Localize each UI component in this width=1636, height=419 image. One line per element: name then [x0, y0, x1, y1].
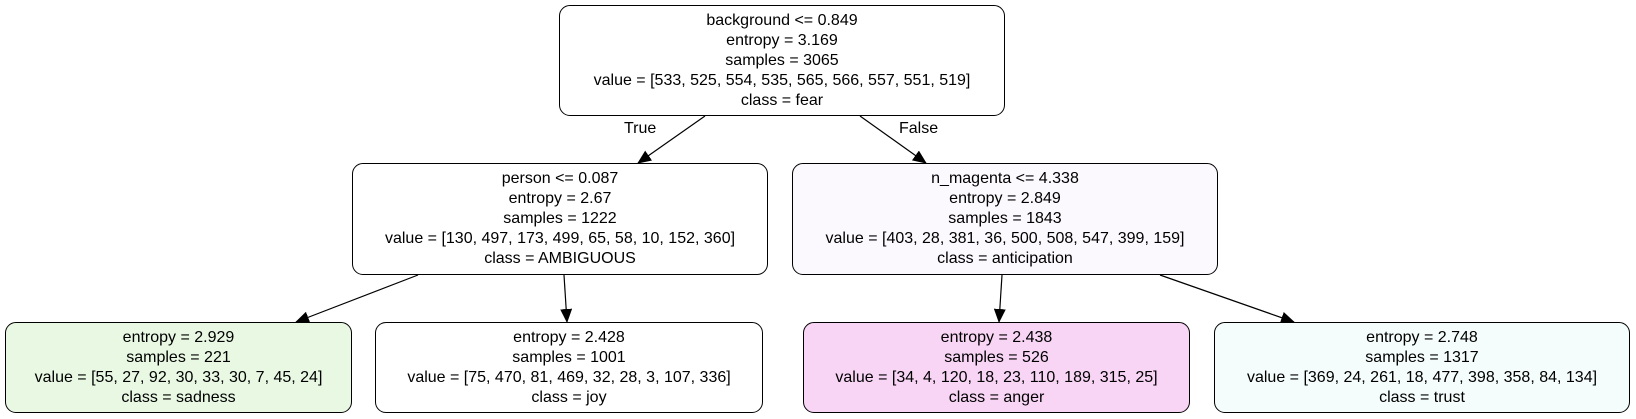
- node-samples: samples = 1222: [503, 210, 617, 227]
- node-split: n_magenta <= 4.338: [931, 170, 1079, 187]
- edge-right-rr: [1159, 274, 1295, 324]
- edge-label-false: False: [899, 120, 939, 137]
- node-value: value = [34, 4, 120, 18, 23, 110, 189, 3…: [835, 368, 1158, 386]
- node-value: value = [403, 28, 381, 36, 500, 508, 547…: [825, 230, 1185, 247]
- node-class: class = AMBIGUOUS: [484, 250, 636, 267]
- tree-leaf-trust: entropy = 2.748 samples = 1317 value = […: [1214, 322, 1630, 413]
- node-class: class = anger: [948, 388, 1045, 406]
- edge-root-left: [637, 115, 706, 164]
- node-entropy: entropy = 2.929: [122, 328, 235, 346]
- node-class: class = joy: [531, 388, 607, 406]
- node-class: class = anticipation: [937, 250, 1073, 267]
- node-value: value = [130, 497, 173, 499, 65, 58, 10,…: [384, 230, 736, 247]
- tree-node-right: n_magenta <= 4.338 entropy = 2.849 sampl…: [792, 163, 1218, 275]
- node-value: value = [533, 525, 554, 535, 565, 566, 5…: [593, 71, 971, 89]
- node-class: class = fear: [740, 91, 824, 109]
- tree-leaf-sadness: entropy = 2.929 samples = 221 value = [5…: [5, 322, 352, 413]
- node-samples: samples = 3065: [725, 51, 839, 69]
- node-samples: samples = 1001: [512, 348, 626, 366]
- node-split: background <= 0.849: [706, 11, 858, 29]
- node-entropy: entropy = 2.438: [940, 328, 1053, 346]
- node-samples: samples = 526: [944, 348, 1049, 366]
- node-value: value = [75, 470, 81, 469, 32, 28, 3, 10…: [407, 368, 731, 386]
- node-entropy: entropy = 2.748: [1366, 328, 1478, 346]
- node-class: class = trust: [1379, 388, 1465, 406]
- edge-right-rl: [993, 274, 1006, 323]
- node-samples: samples = 221: [126, 348, 231, 366]
- node-samples: samples = 1843: [948, 210, 1062, 227]
- edge-root-right: [859, 115, 927, 164]
- node-class: class = sadness: [121, 388, 236, 406]
- node-split: person <= 0.087: [501, 170, 619, 187]
- tree-node-root: background <= 0.849 entropy = 3.169 samp…: [559, 5, 1005, 116]
- tree-leaf-joy: entropy = 2.428 samples = 1001 value = […: [375, 322, 763, 413]
- tree-node-left: person <= 0.087 entropy = 2.67 samples =…: [352, 163, 768, 275]
- edge-label-true: True: [624, 120, 657, 137]
- tree-leaf-anger: entropy = 2.438 samples = 526 value = [3…: [803, 322, 1190, 413]
- node-value: value = [369, 24, 261, 18, 477, 398, 358…: [1246, 368, 1598, 386]
- node-samples: samples = 1317: [1365, 348, 1479, 366]
- node-entropy: entropy = 2.849: [949, 190, 1061, 207]
- edge-left-ll: [295, 274, 419, 323]
- edge-left-lr: [560, 274, 573, 323]
- node-value: value = [55, 27, 92, 30, 33, 30, 7, 45, …: [34, 368, 323, 386]
- node-entropy: entropy = 2.67: [508, 190, 612, 207]
- node-entropy: entropy = 2.428: [513, 328, 625, 346]
- node-entropy: entropy = 3.169: [726, 31, 838, 49]
